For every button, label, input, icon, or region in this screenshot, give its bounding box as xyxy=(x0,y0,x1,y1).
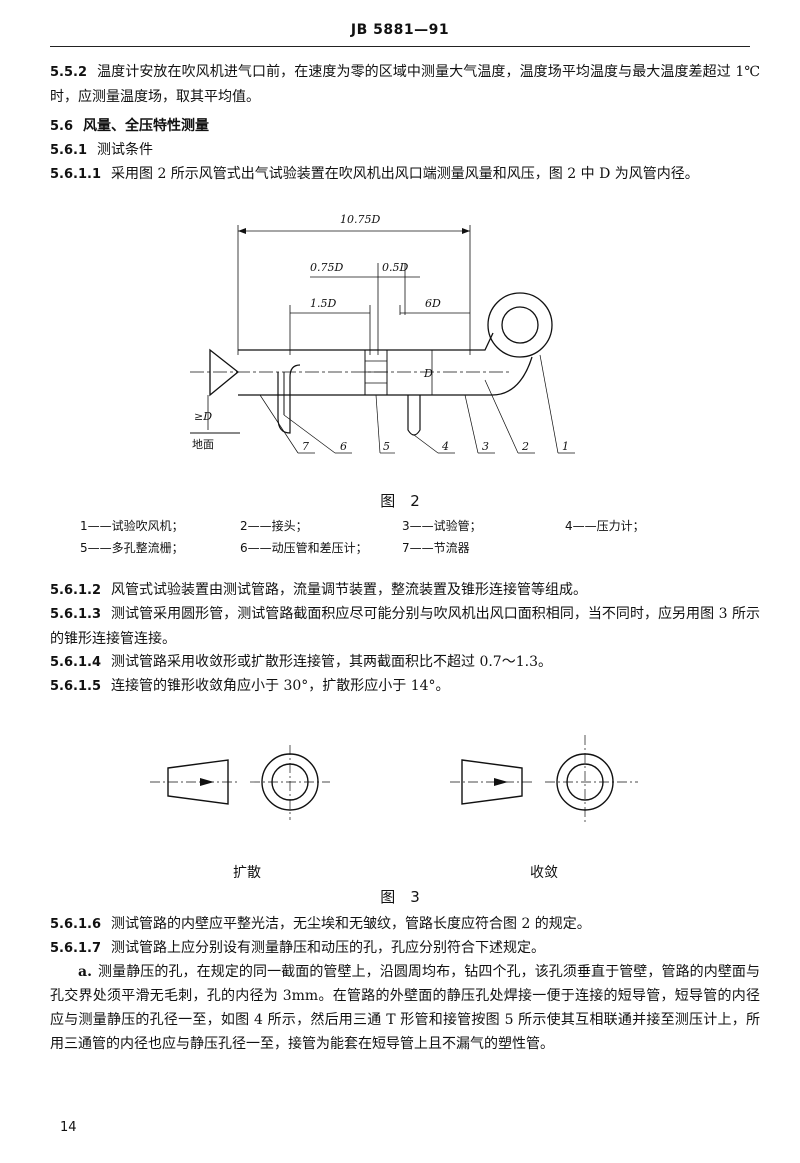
legend-item: 1——试验吹风机； xyxy=(80,519,184,533)
legend-num: 7 xyxy=(402,541,410,555)
item-marker: a. xyxy=(78,964,92,980)
para-item-a: a.测量静压的孔，在规定的同一截面的管壁上，沿圆周均布，钻四个孔，该孔须垂直于管… xyxy=(50,960,760,1056)
legend-row: 5——多孔整流栅； 6——动压管和差压计； 7——节流器 xyxy=(80,539,740,561)
ground-label: 地面 xyxy=(192,438,214,451)
figure-2-legend: 1——试验吹风机； 2——接头； 3——试验管； 4——压力计； 5——多孔整流… xyxy=(80,517,740,561)
para-5-6-1-7: 5.6.1.7 测试管路上应分别设有测量静压和动压的孔，孔应分别符合下述规定。 xyxy=(50,936,760,961)
dim-0-5D: 0.5D xyxy=(382,261,408,274)
legend-num: 6 xyxy=(240,541,248,555)
figure-2-diagram: 10.75D 0.75D 0.5D 1.5D 6D D ≥D 地面 7 6 5 … xyxy=(190,213,575,454)
leader-3: 3 xyxy=(482,440,489,453)
clause-number: 5.6.1.7 xyxy=(50,941,101,956)
leader-6: 6 xyxy=(340,440,347,453)
dim-6D: 6D xyxy=(425,297,441,310)
leader-2: 2 xyxy=(521,440,529,453)
dim-1-5D: 1.5D xyxy=(310,297,336,310)
legend-name: 多孔整流栅； xyxy=(111,541,184,555)
legend-num: 2 xyxy=(240,519,248,533)
legend-name: 接头； xyxy=(271,519,308,533)
clause-number: 5.6.1.4 xyxy=(50,655,101,670)
legend-name: 压力计； xyxy=(596,519,645,533)
legend-item: 6——动压管和差压计； xyxy=(240,541,368,555)
clause-text: 测试管路采用收敛形或扩散形连接管，其两截面积比不超过 0.7～1.3。 xyxy=(111,654,552,670)
header-rule xyxy=(50,46,750,47)
clause-text: 连接管的锥形收敛角应小于 30°，扩散形应小于 14°。 xyxy=(111,678,450,694)
figure-3-diagram xyxy=(150,735,638,825)
clause-text: 风管式试验装置由测试管路，流量调节装置，整流装置及锥形连接管等组成。 xyxy=(111,582,587,598)
leader-1: 1 xyxy=(562,440,569,453)
dim-D: D xyxy=(423,367,433,380)
legend-num: 1 xyxy=(80,519,88,533)
legend-num: 5 xyxy=(80,541,88,555)
para-5-6: 5.6 风量、全压特性测量 xyxy=(50,114,760,139)
clause-number: 5.6.1.6 xyxy=(50,917,101,932)
figure-2-caption: 图 2 xyxy=(380,492,420,510)
page-number: 14 xyxy=(60,1120,77,1135)
leader-5: 5 xyxy=(383,440,390,453)
clause-text: 测试条件 xyxy=(97,142,154,158)
clause-number: 5.6 xyxy=(50,119,74,134)
clause-number: 5.5.2 xyxy=(50,65,88,80)
clause-number: 5.6.1.1 xyxy=(50,167,101,182)
para-5-6-1-4: 5.6.1.4 测试管路采用收敛形或扩散形连接管，其两截面积比不超过 0.7～1.… xyxy=(50,650,760,675)
legend-item: 5——多孔整流栅； xyxy=(80,541,184,555)
legend-row: 1——试验吹风机； 2——接头； 3——试验管； 4——压力计； xyxy=(80,517,740,539)
legend-num: 4 xyxy=(565,519,573,533)
clause-text: 温度计安放在吹风机进气口前，在速度为零的区域中测量大气温度，温度场平均温度与最大… xyxy=(50,64,760,105)
legend-name: 动压管和差压计； xyxy=(271,541,368,555)
clause-text: 测试管路上应分别设有测量静压和动压的孔，孔应分别符合下述规定。 xyxy=(111,940,545,956)
leader-7: 7 xyxy=(302,440,309,453)
legend-item: 2——接头； xyxy=(240,519,308,533)
clause-text: 采用图 2 所示风管式出气试验装置在吹风机出风口端测量风量和风压，图 2 中 D… xyxy=(111,166,699,182)
legend-name: 试验吹风机； xyxy=(111,519,184,533)
para-5-6-1-5: 5.6.1.5 连接管的锥形收敛角应小于 30°，扩散形应小于 14°。 xyxy=(50,674,760,699)
clause-text: 测试管路的内壁应平整光洁，无尘埃和无皱纹，管路长度应符合图 2 的规定。 xyxy=(111,916,591,932)
legend-item: 7——节流器 xyxy=(402,541,470,555)
para-5-6-1-6: 5.6.1.6 测试管路的内壁应平整光洁，无尘埃和无皱纹，管路长度应符合图 2 的… xyxy=(50,912,760,937)
figure-3-caption: 图 3 xyxy=(380,888,420,906)
clause-text: 风量、全压特性测量 xyxy=(83,118,210,134)
standard-number: JB 5881—91 xyxy=(350,22,450,38)
clause-number: 5.6.1 xyxy=(50,143,88,158)
legend-num: 3 xyxy=(402,519,410,533)
label-converging: 收敛 xyxy=(530,865,558,881)
dim-ground-height: ≥D xyxy=(194,410,212,423)
para-5-6-1-1: 5.6.1.1 采用图 2 所示风管式出气试验装置在吹风机出风口端测量风量和风压，… xyxy=(50,162,760,187)
label-diffuser: 扩散 xyxy=(233,865,261,881)
para-5-6-1-2: 5.6.1.2 风管式试验装置由测试管路，流量调节装置，整流装置及锥形连接管等组成… xyxy=(50,578,760,603)
clause-number: 5.6.1.3 xyxy=(50,607,101,622)
legend-item: 4——压力计； xyxy=(565,519,645,533)
dim-0-75D: 0.75D xyxy=(310,261,343,274)
para-5-6-1: 5.6.1 测试条件 xyxy=(50,138,760,163)
legend-item: 3——试验管； xyxy=(402,519,482,533)
legend-name: 节流器 xyxy=(433,541,470,555)
clause-number: 5.6.1.5 xyxy=(50,679,101,694)
dim-total: 10.75D xyxy=(340,213,380,226)
clause-text: 测试管采用圆形管，测试管路截面积应尽可能分别与吹风机出风口面积相同，当不同时，应… xyxy=(50,606,760,647)
item-text: 测量静压的孔，在规定的同一截面的管壁上，沿圆周均布，钻四个孔，该孔须垂直于管壁，… xyxy=(50,964,760,1052)
leader-4: 4 xyxy=(441,440,449,453)
legend-name: 试验管； xyxy=(433,519,482,533)
clause-number: 5.6.1.2 xyxy=(50,583,101,598)
